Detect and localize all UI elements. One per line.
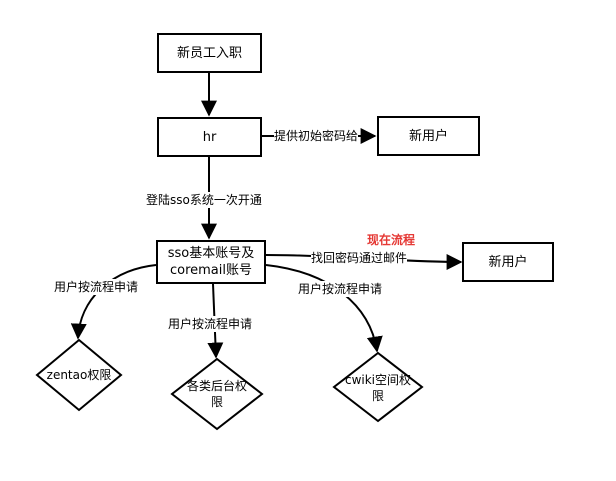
node-onboard: 新员工入职 — [157, 33, 262, 73]
label-sso-to-cwiki: 用户按流程申请 — [298, 281, 383, 297]
label-hr-to-user: 提供初始密码给 — [274, 128, 359, 144]
diamond-cwiki — [332, 351, 424, 423]
diamond-backend-text: 各类后台权限 — [186, 379, 247, 409]
node-new-user-top: 新用户 — [377, 116, 480, 156]
diamond-zentao — [35, 338, 123, 412]
node-new-user-right: 新用户 — [462, 242, 554, 282]
label-sso-to-zentao: 用户按流程申请 — [54, 279, 139, 295]
diamond-zentao-text: zentao权限 — [46, 368, 112, 382]
edge-sso-zentao — [70, 264, 157, 340]
label-sso-to-user: 找回密码通过邮件 — [311, 250, 408, 266]
label-sso-to-backend: 用户按流程申请 — [168, 316, 253, 332]
node-sso: sso基本账号及coremail账号 — [156, 240, 266, 284]
node-hr: hr — [157, 117, 262, 157]
edge-sso-cwiki — [265, 264, 383, 353]
diamond-backend — [170, 357, 264, 431]
label-hr-to-sso: 登陆sso系统一次开通 — [146, 192, 262, 208]
status-label: 现在流程 — [367, 233, 416, 247]
diamond-cwiki-text: cwiki空间权限 — [344, 373, 412, 403]
